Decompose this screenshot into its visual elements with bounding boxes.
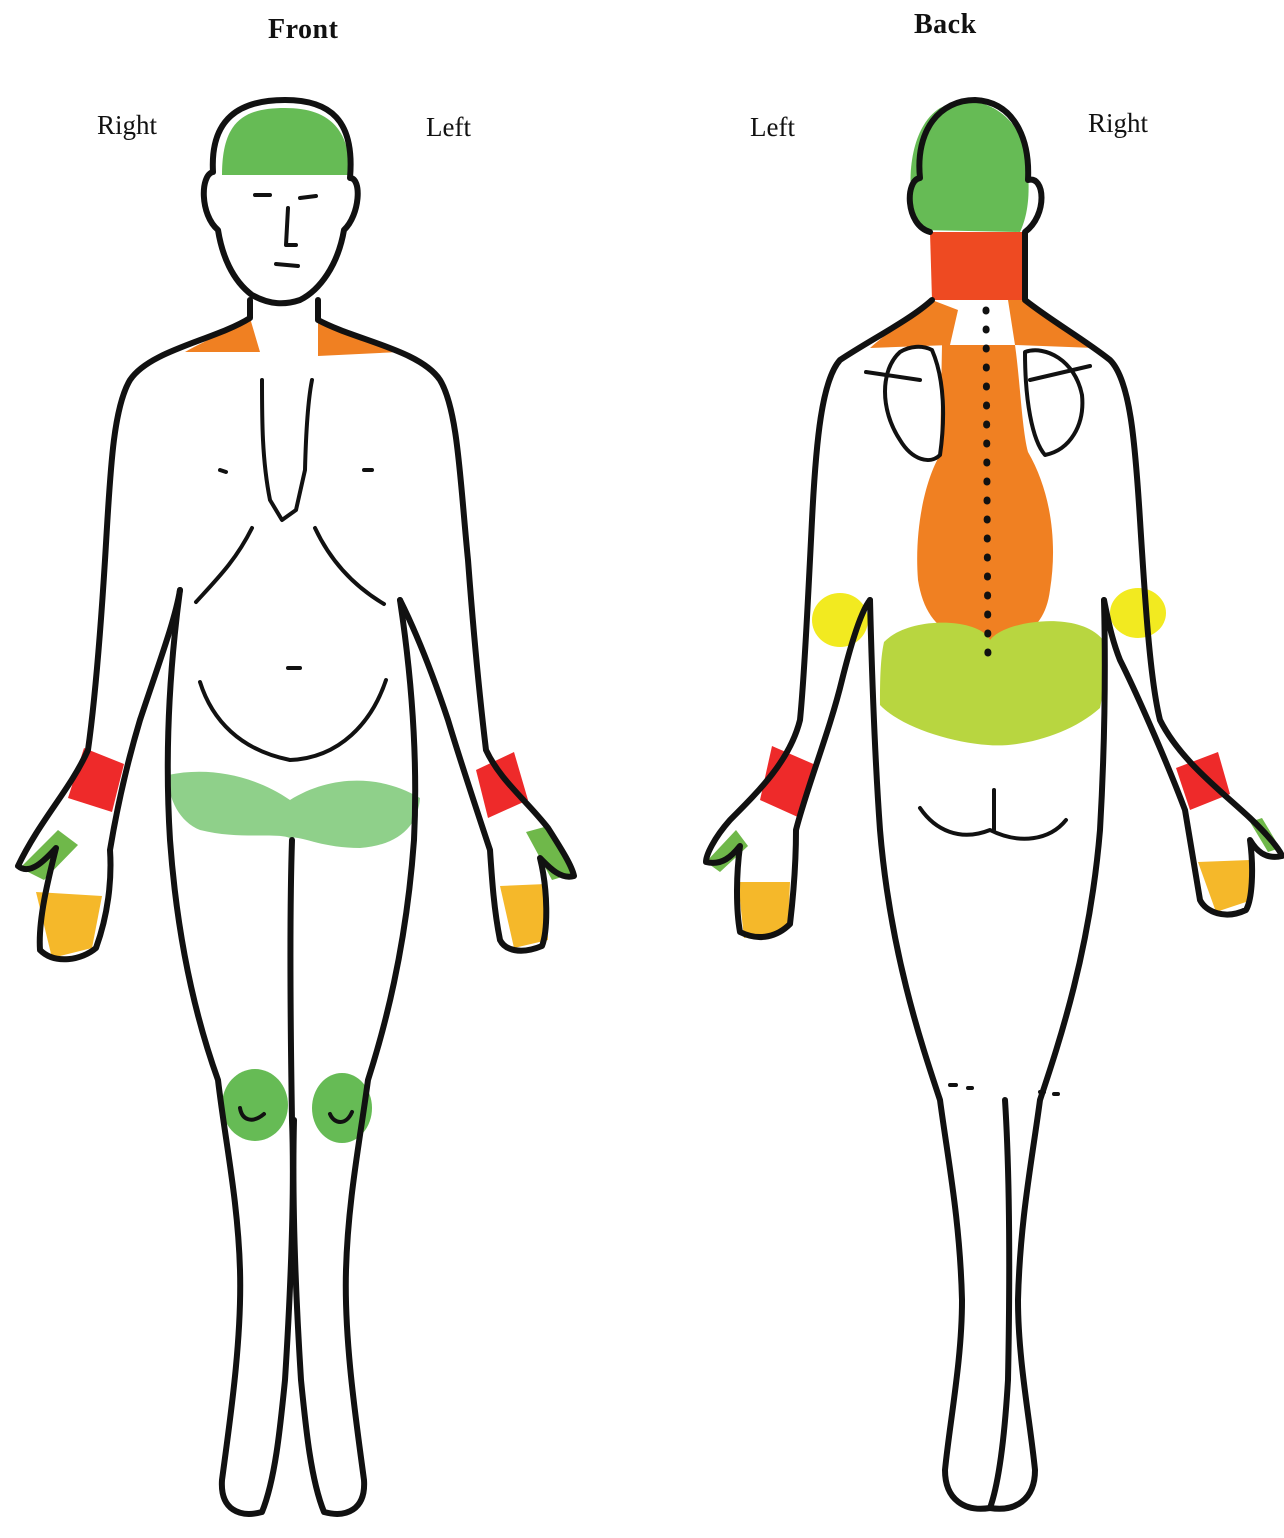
- back-left-shoulder-region: [870, 300, 958, 348]
- back-right-elbow-region: [1110, 588, 1166, 638]
- back-lower-back-region: [880, 621, 1105, 745]
- back-neck-region: [930, 232, 1025, 300]
